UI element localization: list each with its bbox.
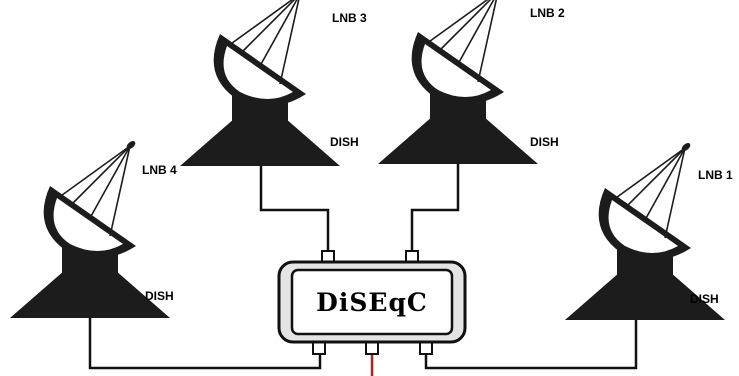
diseqc-switch: DiSEqC <box>277 250 467 355</box>
dish-label: DISH <box>690 292 719 306</box>
switch-label: DiSEqC <box>316 288 428 317</box>
dish-label: DISH <box>145 289 174 303</box>
cable-lnb2 <box>410 160 460 252</box>
cable-lnb1 <box>424 320 638 370</box>
dish-3: LNB 3 DISH <box>179 0 367 167</box>
dish-1: LNB 1 DISH <box>564 140 733 321</box>
lnb-label: LNB 2 <box>530 6 565 20</box>
lnb-label: LNB 4 <box>142 163 177 177</box>
cable-lnb4 <box>88 315 322 370</box>
dish-4: LNB 4 DISH <box>9 138 177 319</box>
cable-lnb3 <box>259 160 330 252</box>
dish-label: DISH <box>330 135 359 149</box>
dish-2: LNB 2 DISH <box>377 0 565 165</box>
lnb-label: LNB 3 <box>332 11 367 25</box>
lnb-label: LNB 1 <box>698 168 733 182</box>
dish-label: DISH <box>530 135 559 149</box>
